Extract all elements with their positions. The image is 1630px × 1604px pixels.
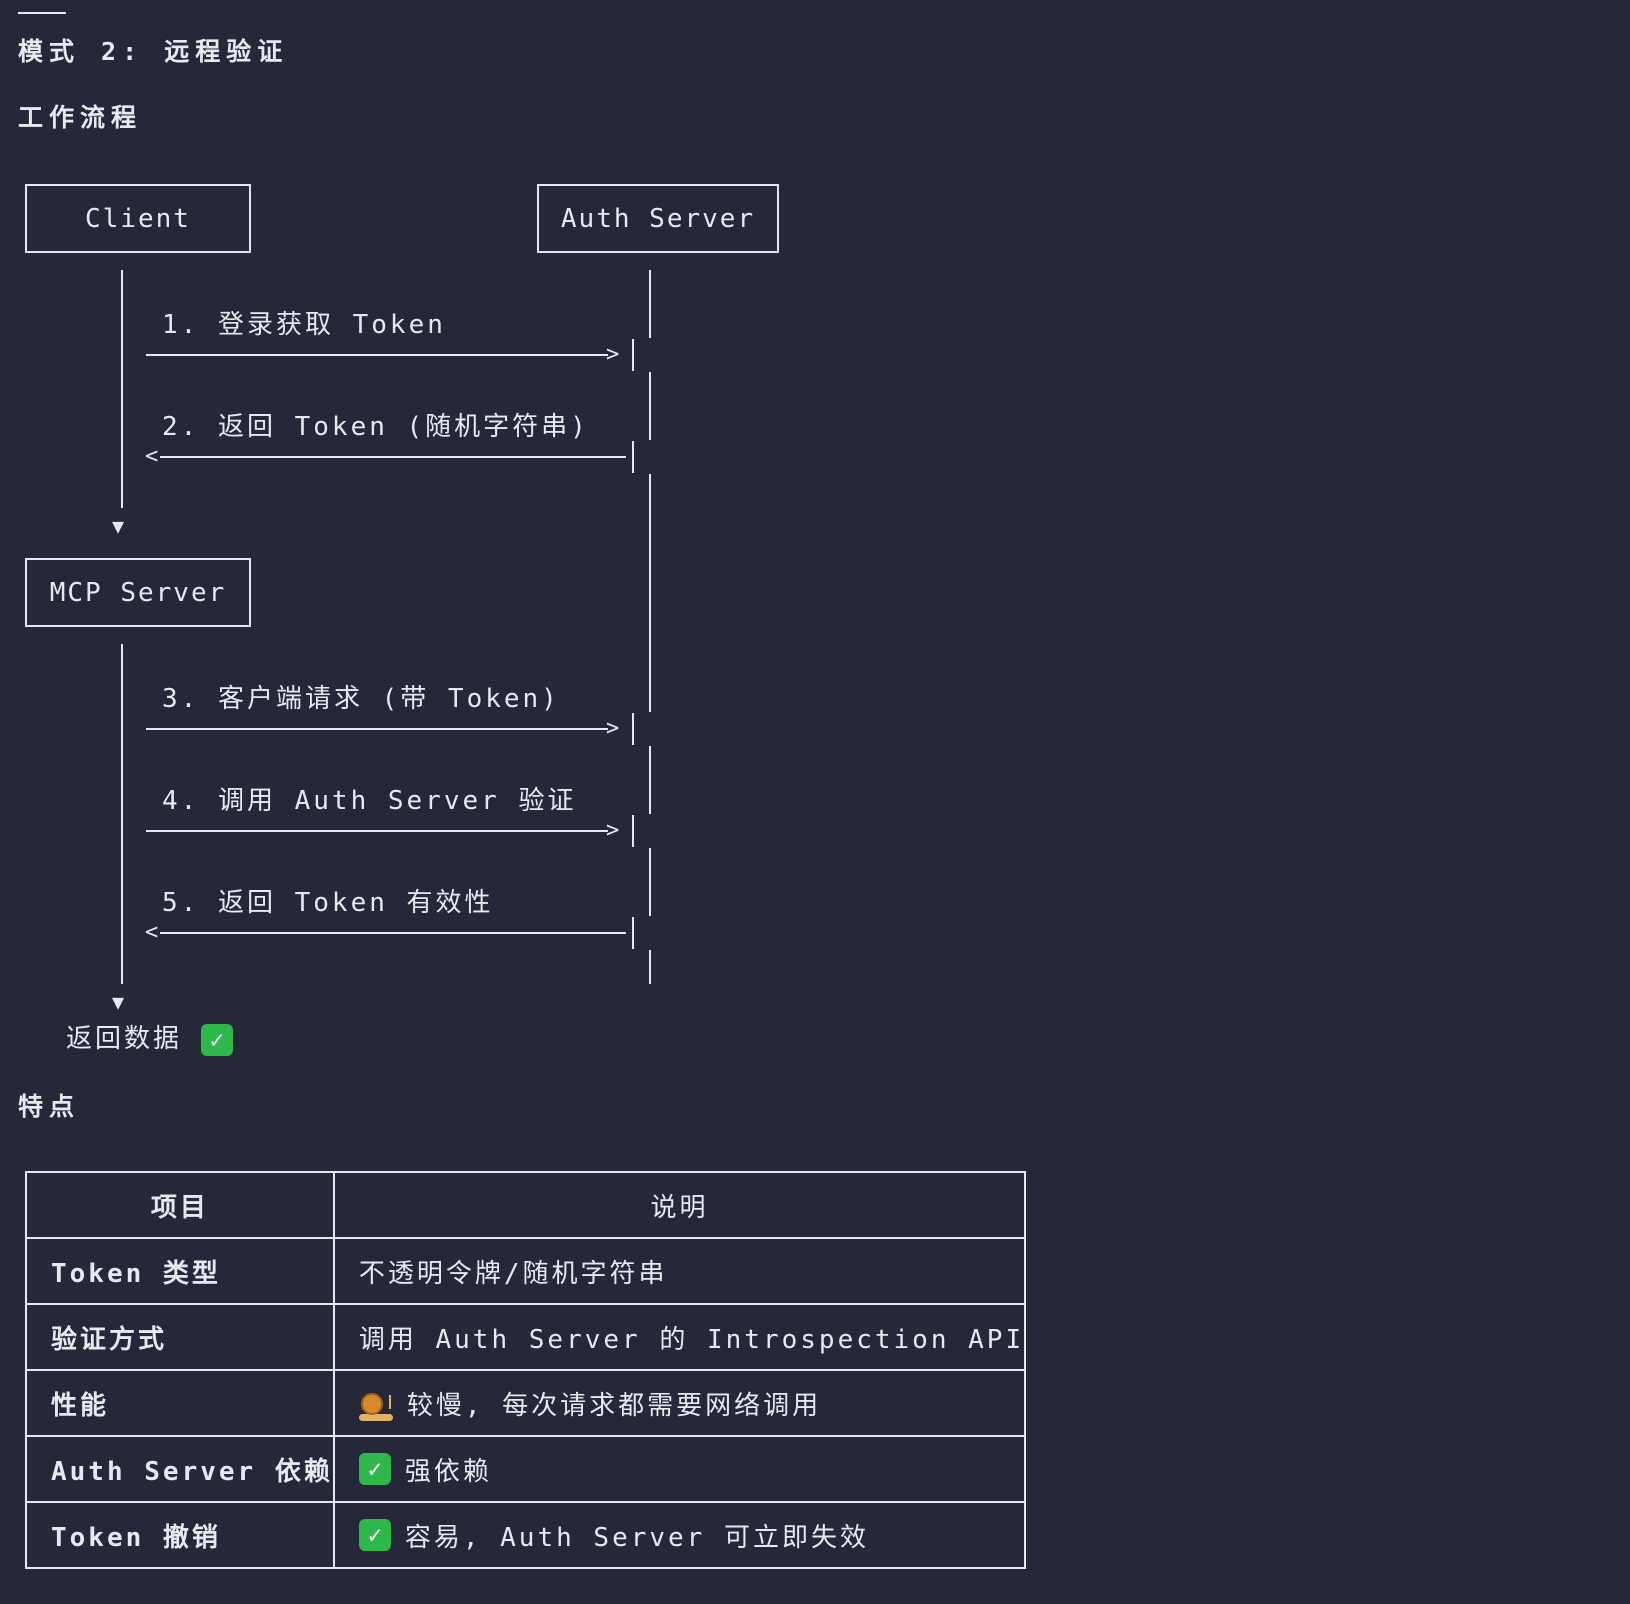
arrow-end-tick [632,713,634,745]
step-label: 4. 调用 Auth Server 验证 [162,786,577,816]
row-key: 验证方式 [25,1303,335,1371]
features-table: 项目 说明 Token 类型 不透明令牌/随机字符串 验证方式 调用 Auth … [25,1171,1027,1569]
auth-lifeline [649,848,651,916]
arrow-line [146,728,608,730]
check-icon: ✓ [200,1023,233,1056]
result: 返回数据 ✓ [66,1018,233,1056]
snail-icon [358,1391,393,1421]
down-arrow-icon: ▼ [112,514,125,538]
arrow-line [160,456,626,458]
mcp-lifeline [121,644,123,984]
table-row: 验证方式 调用 Auth Server 的 Introspection API [25,1303,1027,1371]
step-label: 2. 返回 Token (随机字符串) [162,412,589,442]
row-value-cell: ✓ 容易, Auth Server 可立即失效 [332,1501,1027,1569]
auth-lifeline [649,950,651,984]
arrow-left-icon: < [145,920,159,945]
arrow-right-icon: > [606,716,620,741]
row-key: Token 撤销 [25,1501,335,1569]
auth-lifeline [649,270,651,338]
step-label: 1. 登录获取 Token [162,310,446,340]
table-row: Token 撤销 ✓ 容易, Auth Server 可立即失效 [25,1501,1027,1569]
check-icon: ✓ [358,1519,391,1551]
row-value: 容易, Auth Server 可立即失效 [404,1522,869,1553]
row-value: 强依赖 [404,1456,492,1487]
horizontal-rule [18,12,66,14]
arrow-right-icon: > [606,818,620,843]
row-value: 调用 Auth Server 的 Introspection API [332,1303,1027,1371]
client-box: Client [25,184,251,253]
row-value: 较慢, 每次请求都需要网络调用 [406,1390,822,1421]
auth-lifeline [649,372,651,440]
table-row: Auth Server 依赖 ✓ 强依赖 [25,1435,1027,1503]
arrow-line [146,354,608,356]
auth-lifeline [649,746,651,814]
auth-server-label: Auth Server [560,203,756,234]
row-value: 不透明令牌/随机字符串 [332,1237,1027,1305]
row-key: Token 类型 [25,1237,335,1305]
step-label: 3. 客户端请求 (带 Token) [162,684,560,714]
client-lifeline [121,270,123,508]
arrow-end-tick [632,917,634,949]
arrow-left-icon: < [145,444,159,469]
arrow-right-icon: > [606,342,620,367]
workflow-title: 工作流程 [18,103,143,132]
check-icon: ✓ [358,1453,391,1485]
row-value-cell: ✓ 强依赖 [332,1435,1027,1503]
table-header-item: 项目 [25,1171,335,1239]
arrow-line [146,830,608,832]
section-title: 模式 2: 远程验证 [18,37,289,66]
arrow-end-tick [632,339,634,371]
table-header-row: 项目 说明 [25,1171,1027,1239]
row-key: Auth Server 依赖 [25,1435,335,1503]
row-value-cell: 较慢, 每次请求都需要网络调用 [332,1369,1027,1437]
row-key: 性能 [25,1369,335,1437]
client-label: Client [85,203,191,234]
mcp-server-box: MCP Server [25,558,251,627]
mcp-server-label: MCP Server [49,577,227,608]
features-title: 特点 [18,1092,81,1121]
auth-server-box: Auth Server [537,184,779,253]
result-label: 返回数据 [66,1024,183,1054]
down-arrow-icon: ▼ [112,990,125,1014]
step-label: 5. 返回 Token 有效性 [162,888,494,918]
auth-lifeline [649,474,651,712]
arrow-end-tick [632,441,634,473]
arrow-line [160,932,626,934]
table-row: 性能 较慢, 每次请求都需要网络调用 [25,1369,1027,1437]
arrow-end-tick [632,815,634,847]
table-header-desc: 说明 [332,1171,1027,1239]
table-row: Token 类型 不透明令牌/随机字符串 [25,1237,1027,1305]
